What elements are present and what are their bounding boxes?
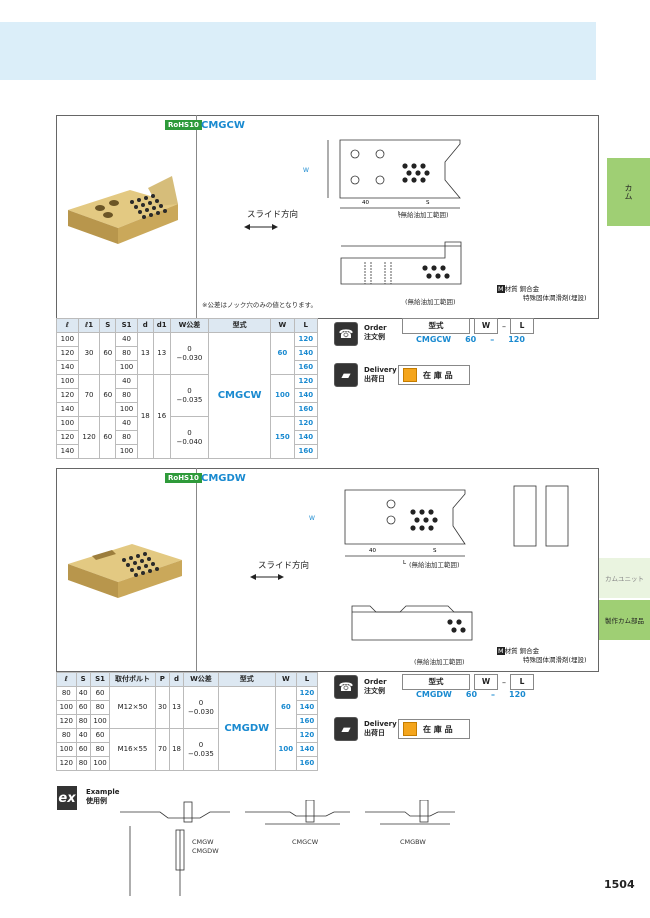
box-icon	[403, 722, 417, 736]
svg-text:40: 40	[369, 548, 376, 554]
cmgcw-top-view-drawing: W 40 S L	[303, 139, 461, 217]
truck-icon: ▰	[334, 363, 358, 387]
model-title: CMGDW	[201, 473, 246, 484]
svg-text:L: L	[403, 560, 407, 566]
stock-badge: 在 庫 品	[398, 365, 470, 385]
material-icon: M	[497, 285, 505, 293]
slide-direction-label: スライド方向	[258, 561, 310, 571]
cmgdw-end-view-drawing	[513, 485, 569, 547]
rohs-badge: RoHS10	[165, 473, 202, 483]
side-label-cam-parts[interactable]: 製作カム部品	[599, 600, 650, 640]
header-banner	[0, 22, 596, 80]
material-note: M材質 銅合金 特殊固体潤滑剤(埋設)	[497, 285, 587, 302]
stock-badge: 在 庫 品	[398, 719, 470, 739]
svg-text:W: W	[303, 167, 309, 174]
cmgcw-side-view-drawing	[340, 241, 462, 285]
slide-arrow-icon	[244, 224, 278, 230]
example-caption-2: CMGCW	[292, 838, 319, 846]
page-number: 1504	[604, 878, 635, 891]
order-example: CMGDW 60 – 120	[416, 690, 526, 699]
range-label-side: (無給油加工範囲)	[414, 658, 465, 666]
cmgdw-side-view-drawing	[351, 605, 473, 641]
rohs-badge: RoHS10	[165, 120, 202, 130]
range-label-side: (無給油加工範囲)	[405, 298, 456, 306]
example-icon: ex	[57, 786, 77, 810]
range-label: (無給油加工範囲)	[409, 561, 460, 569]
product-photo-cmgdw	[68, 544, 182, 598]
phone-icon: ☎	[334, 675, 358, 699]
cmgdw-top-view-drawing: W 40 S L	[309, 489, 466, 566]
order-format: 型式 W – L	[402, 674, 534, 690]
order-format: 型式 W – L	[402, 318, 534, 334]
example-caption-3: CMGBW	[400, 838, 426, 846]
box-icon	[403, 368, 417, 382]
phone-icon: ☎	[334, 322, 358, 346]
svg-text:S: S	[433, 548, 437, 554]
model-title: CMGCW	[201, 120, 245, 131]
example-drawings	[120, 800, 455, 896]
material-icon: M	[497, 647, 505, 655]
side-label-cam-unit[interactable]: カムユニット	[599, 558, 650, 598]
svg-text:40: 40	[362, 200, 369, 206]
tolerance-note: ※公差はノック穴のみの値となります。	[202, 301, 317, 309]
order-example: CMGCW 60 – 120	[416, 335, 525, 344]
truck-icon: ▰	[334, 717, 358, 741]
divider	[196, 115, 197, 318]
slide-arrow-icon	[250, 574, 284, 580]
product-photo-cmgcw	[68, 176, 178, 244]
slide-direction-label: スライド方向	[247, 210, 299, 220]
range-label: (無給油加工範囲)	[398, 211, 449, 219]
material-note: M材質 銅合金 特殊固体潤滑剤(埋設)	[497, 647, 587, 664]
svg-text:L: L	[398, 211, 402, 217]
svg-text:S: S	[426, 200, 430, 206]
svg-text:W: W	[309, 515, 315, 522]
divider	[196, 468, 197, 671]
side-tab-cam[interactable]: カム	[607, 158, 650, 226]
